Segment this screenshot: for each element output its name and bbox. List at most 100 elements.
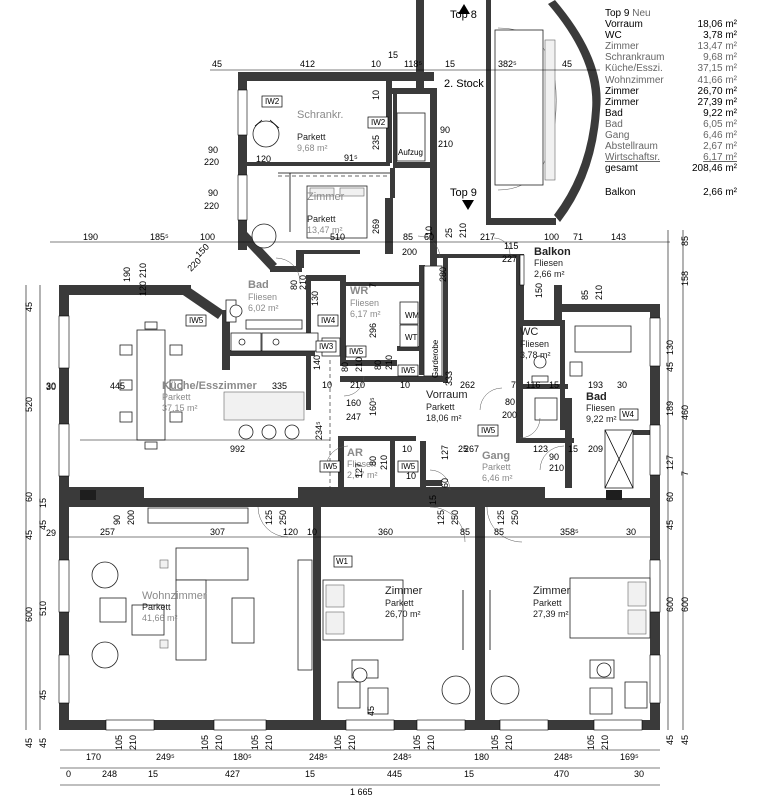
- dimension-lines: [25, 69, 684, 786]
- dim-b1-105e: 105: [412, 735, 422, 750]
- dim-b1-105g: 105: [586, 735, 596, 750]
- dim-b1-249: 249⁵: [156, 752, 175, 762]
- dim-v5-125c: 125: [496, 510, 506, 525]
- dim-r-45c: 45: [665, 735, 675, 745]
- dim-b2-248: 248: [102, 769, 117, 779]
- top8-label: Top 8: [450, 9, 477, 21]
- dim-w-210a: 210: [298, 275, 308, 290]
- dim-r2-227: 227: [502, 254, 517, 264]
- room-zimmer-right-name: Zimmer: [533, 585, 571, 597]
- dim-top-15a: 15: [388, 50, 398, 60]
- dim-v-280: 280: [438, 267, 448, 282]
- dim-r5-85b: 85: [494, 527, 504, 537]
- dim-g-123: 123: [533, 444, 548, 454]
- dim-top-45b: 45: [562, 59, 572, 69]
- tag-iw3: IW3: [319, 342, 334, 351]
- room-vorraum-mat: Parkett: [426, 402, 455, 412]
- dim-r-45: 45: [665, 362, 675, 372]
- dim-r-45d: 45: [680, 735, 690, 745]
- dim-r-85: 85: [680, 236, 690, 246]
- dim-b-210: 210: [594, 285, 604, 300]
- tag-iw5-c: IW5: [401, 366, 416, 375]
- dim-uw-235v: 235: [371, 135, 381, 150]
- room-zimmer-top-area: 13,47 m²: [307, 225, 343, 235]
- dim-w-210c: 210: [384, 355, 394, 370]
- top9-label: Top 9: [450, 187, 477, 199]
- dim-v-190: 190: [122, 267, 132, 282]
- dim-b2-445: 445: [387, 769, 402, 779]
- legend-row-area: 3,78 m²: [703, 30, 737, 42]
- room-schrank-name: Schrankr.: [297, 109, 343, 121]
- dim-l-29: 29: [46, 528, 56, 538]
- dim-r2-185: 185⁵: [150, 232, 169, 242]
- dim-b1-210f: 210: [504, 735, 514, 750]
- room-gang-name: Gang: [482, 450, 510, 462]
- dim-g-10: 10: [402, 444, 412, 454]
- dim-g-209: 209: [588, 444, 603, 454]
- dim-w-262: 262: [460, 380, 475, 390]
- dim-g-25: 25: [458, 444, 468, 454]
- dim-r5-85: 85: [460, 527, 470, 537]
- legend-row-area: 9,22 m²: [703, 107, 737, 119]
- dim-b1-105a: 105: [114, 735, 124, 750]
- legend-row-area: 6,17 m²: [703, 152, 737, 164]
- dim-r2-190: 190: [83, 232, 98, 242]
- dim-k-30: 30: [46, 381, 56, 391]
- dim-v-120: 120: [138, 281, 148, 296]
- dim-uw-220b: 220: [204, 201, 219, 211]
- dim-g-90: 90: [549, 452, 559, 462]
- wall-tags: IW2 IW2 IW5 IW4 IW3 IW5 IW5 IW5 IW5 IW5 …: [185, 95, 639, 568]
- tag-iw2-b: IW2: [371, 118, 386, 127]
- dim-r-600: 600: [680, 597, 690, 612]
- legend-row-area: 13,47 m²: [697, 41, 737, 53]
- dim-r2-60: 60: [424, 232, 434, 242]
- dim-r5-358: 358⁵: [560, 527, 579, 537]
- dim-g-210b: 210: [549, 463, 564, 473]
- dim-g-127: 127: [354, 463, 364, 478]
- dim-b1-210c: 210: [264, 735, 274, 750]
- legend-balkon-label: Balkon: [605, 187, 636, 199]
- legend-row-name: Bad: [605, 118, 623, 130]
- dim-uw-120: 120: [256, 154, 271, 164]
- room-balkon-mat: Fliesen: [534, 258, 563, 268]
- room-wc-mat: Fliesen: [520, 339, 549, 349]
- dim-w-193: 193: [588, 380, 603, 390]
- tag-iw4-a: IW4: [321, 316, 336, 325]
- furniture: [91, 27, 651, 715]
- dim-b1-248a: 248⁵: [309, 752, 328, 762]
- dim-b2-15c: 15: [464, 769, 474, 779]
- dim-b1-210b: 210: [214, 735, 224, 750]
- dim-r-460: 460: [680, 405, 690, 420]
- legend-row-area: 37,15 m²: [697, 63, 737, 75]
- dim-k-445: 445: [110, 381, 125, 391]
- dim-b1-105f: 105: [490, 735, 500, 750]
- dim-r2-100: 100: [200, 232, 215, 242]
- legend-title-row: Top 9 Neu: [605, 8, 737, 19]
- legend-row: Wirtschaftsr.6,17 m²: [605, 152, 737, 163]
- dim-r-130: 130: [665, 340, 675, 355]
- dim-w-210d: 210: [350, 380, 365, 390]
- dim-w-296: 296: [368, 323, 378, 338]
- room-kueche-mat: Parkett: [162, 392, 191, 402]
- legend-row-name: Zimmer: [605, 96, 639, 108]
- dim-r5-30: 30: [626, 527, 636, 537]
- dim-v-25a: 25: [444, 228, 454, 238]
- room-zimmer-mid-name: Zimmer: [385, 585, 423, 597]
- dim-g-127b: 127: [440, 445, 450, 460]
- dim-v5-125: 125: [264, 510, 274, 525]
- dim-b1-169: 169⁵: [620, 752, 639, 762]
- room-balkon-area: 2,66 m²: [534, 269, 565, 279]
- dim-b2-470: 470: [554, 769, 569, 779]
- dim-w-116: 116: [526, 380, 540, 390]
- room-wr-name: WR: [350, 285, 368, 297]
- dim-v-210a: 210: [458, 223, 468, 238]
- dim-g-80: 80: [368, 456, 378, 466]
- legend-title: Top 9: [605, 8, 630, 19]
- dim-uw-10v: 10: [371, 90, 381, 100]
- tag-wm: WM: [405, 311, 420, 320]
- dim-l-45b: 45: [38, 520, 48, 530]
- dim-v-10a: 10: [424, 226, 434, 236]
